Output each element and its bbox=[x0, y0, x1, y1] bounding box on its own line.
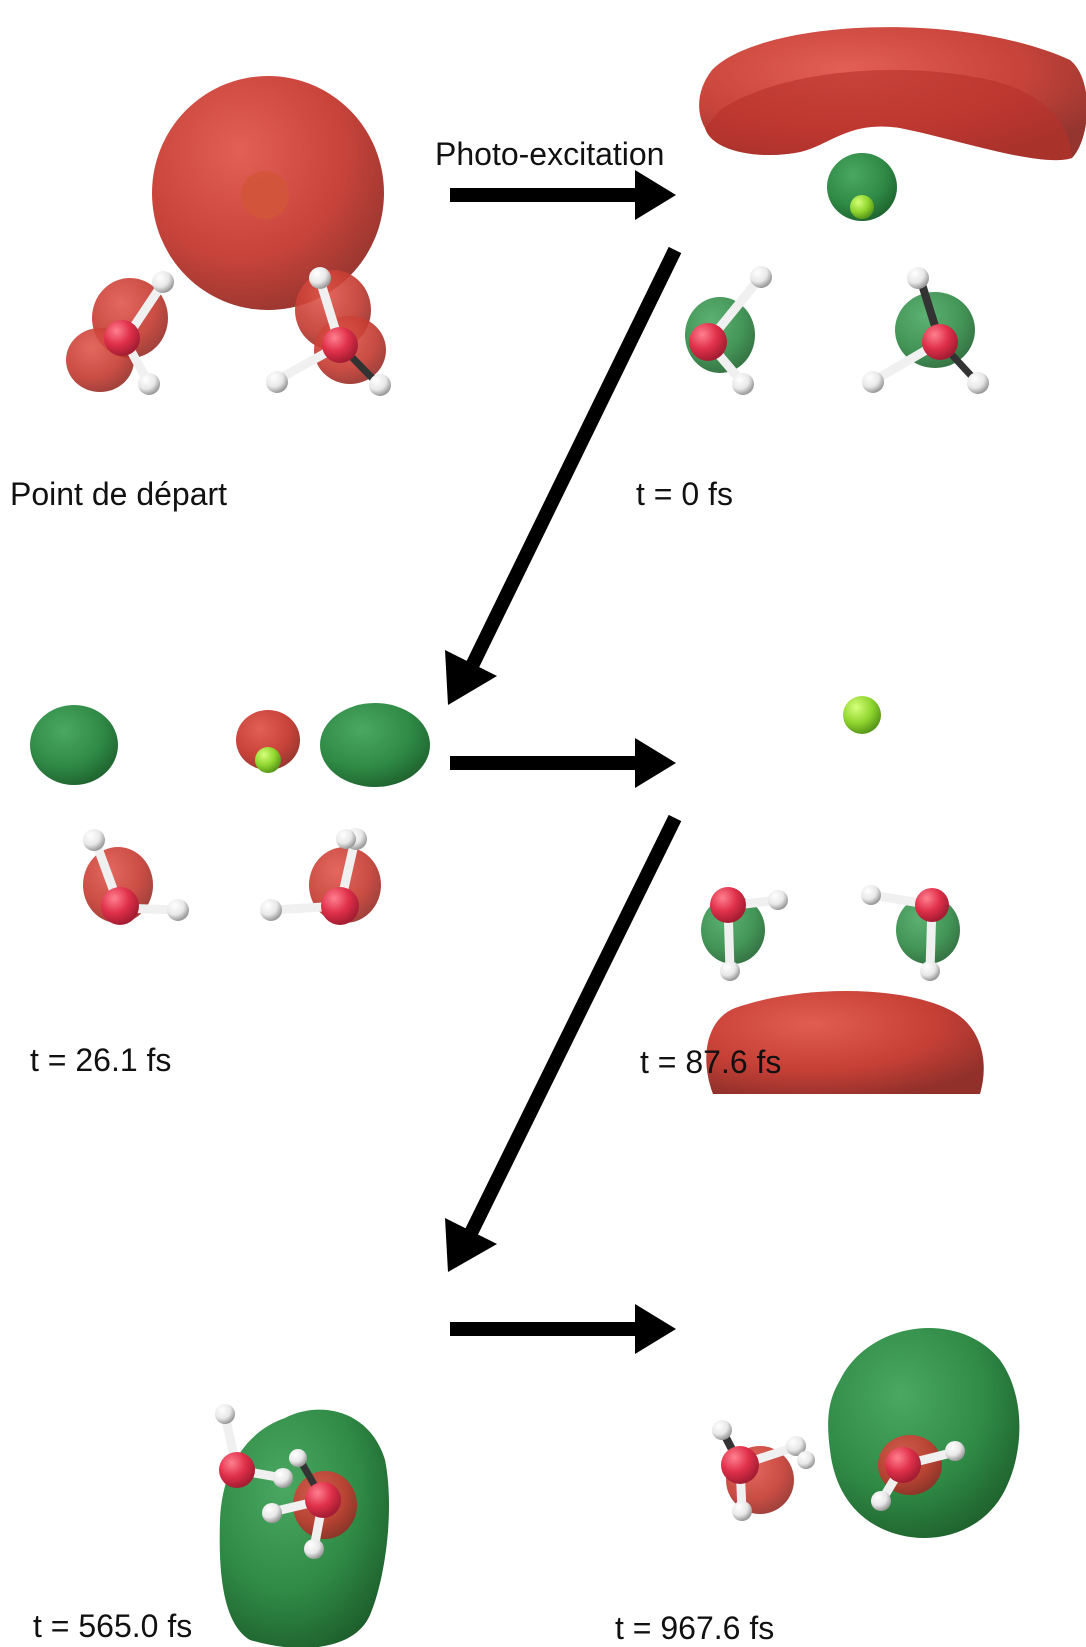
label-starting-point: Point de départ bbox=[10, 476, 228, 512]
water-molecule-right bbox=[862, 267, 989, 394]
green-orbital bbox=[828, 1327, 1020, 1538]
label-time-26-1: t = 26.1 fs bbox=[30, 1042, 172, 1078]
water-molecule-right bbox=[266, 267, 391, 396]
water-molecule-left bbox=[712, 1420, 815, 1521]
water-molecule-right bbox=[861, 885, 949, 981]
water-molecule-right bbox=[260, 828, 367, 925]
water-molecule-upper bbox=[215, 1404, 293, 1488]
right-arrow-3 bbox=[450, 1304, 676, 1354]
diagonal-arrow-2 bbox=[445, 814, 682, 1272]
panel-t4 bbox=[712, 1327, 1020, 1538]
water-molecule-left bbox=[710, 887, 788, 981]
red-orbital bbox=[236, 710, 300, 770]
label-photo-excitation: Photo-excitation bbox=[435, 136, 665, 172]
panel-t3 bbox=[215, 1404, 389, 1647]
red-orbital bbox=[706, 990, 984, 1094]
diagonal-arrow-1 bbox=[445, 246, 682, 705]
panel-t2 bbox=[701, 696, 984, 1094]
water-molecule-left bbox=[104, 271, 174, 395]
green-orbital bbox=[320, 703, 430, 787]
water-molecule-left bbox=[83, 829, 189, 925]
halide-atom bbox=[843, 696, 881, 734]
panel-t1 bbox=[30, 703, 430, 925]
label-time-87-6: t = 87.6 fs bbox=[640, 1044, 782, 1080]
green-orbital bbox=[30, 705, 118, 785]
right-arrow-1 bbox=[450, 170, 676, 220]
halide-atom bbox=[241, 171, 289, 219]
panel-t0 bbox=[685, 27, 1086, 395]
arrows bbox=[445, 170, 682, 1354]
water-molecule-right bbox=[871, 1441, 965, 1511]
label-time-565-0: t = 565.0 fs bbox=[33, 1608, 193, 1644]
label-time-967-6: t = 967.6 fs bbox=[615, 1610, 775, 1646]
halide-atom bbox=[255, 747, 281, 773]
green-orbital bbox=[827, 153, 897, 221]
water-molecule-lower bbox=[262, 1449, 341, 1559]
halide-atom bbox=[850, 195, 874, 219]
water-molecule-left bbox=[689, 266, 772, 395]
label-time-0: t = 0 fs bbox=[636, 476, 733, 512]
panel-start bbox=[66, 76, 391, 396]
right-arrow-2 bbox=[450, 738, 676, 788]
